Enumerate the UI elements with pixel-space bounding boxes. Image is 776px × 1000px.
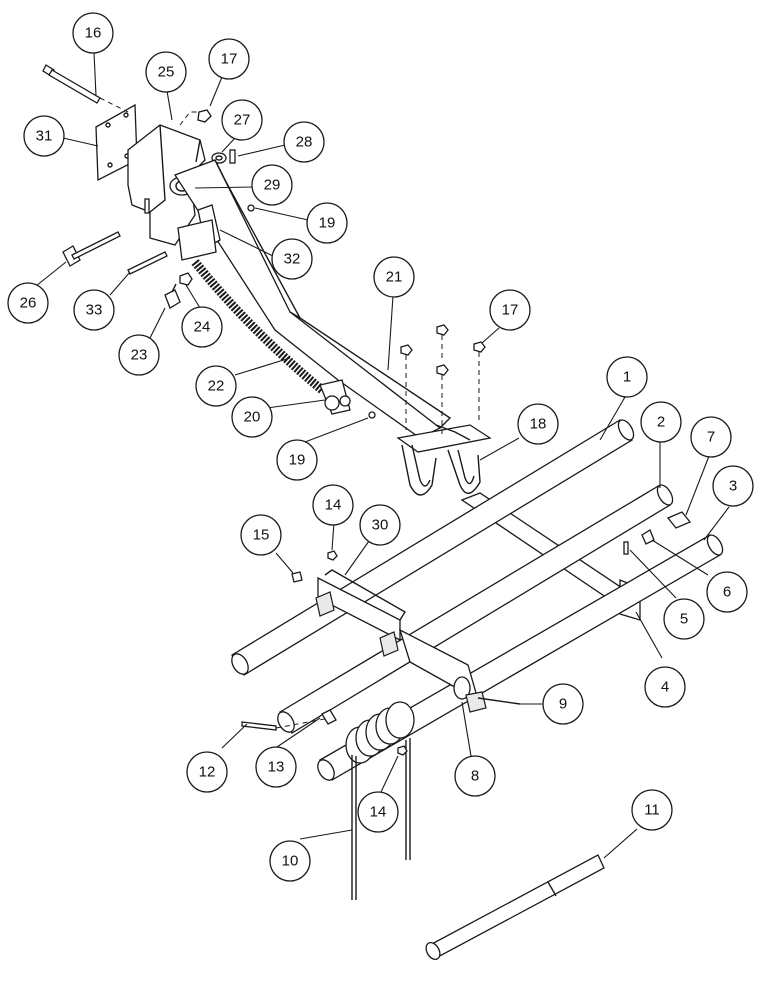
- callout-6: 6: [706, 571, 748, 613]
- svg-text:23: 23: [131, 347, 148, 364]
- callout-19: 19: [306, 202, 348, 244]
- svg-text:12: 12: [199, 764, 216, 781]
- tube-frame-assembly: [231, 419, 724, 961]
- svg-text:14: 14: [370, 804, 387, 821]
- svg-text:5: 5: [680, 611, 688, 628]
- callout-19: 19: [276, 439, 318, 481]
- svg-text:19: 19: [289, 452, 306, 469]
- callout-22: 22: [195, 365, 237, 407]
- svg-text:33: 33: [86, 302, 103, 319]
- svg-text:9: 9: [559, 696, 567, 713]
- callout-3: 3: [712, 465, 754, 507]
- svg-text:14: 14: [325, 497, 342, 514]
- svg-text:6: 6: [723, 584, 731, 601]
- handle-9: [477, 697, 521, 705]
- callout-28: 28: [283, 121, 325, 163]
- svg-text:16: 16: [85, 25, 102, 42]
- callout-9: 9: [542, 683, 584, 725]
- svg-text:19: 19: [319, 215, 336, 232]
- svg-text:11: 11: [644, 802, 660, 819]
- nut-24: [179, 272, 193, 286]
- callout-33: 33: [73, 289, 115, 331]
- callout-29: 29: [251, 164, 293, 206]
- svg-text:29: 29: [264, 177, 281, 194]
- callout-2: 2: [640, 401, 682, 443]
- callout-10: 10: [269, 840, 311, 882]
- callout-4: 4: [644, 666, 686, 708]
- callout-25: 25: [145, 51, 187, 93]
- bolt-19: [247, 204, 255, 212]
- pin-28: [229, 149, 236, 164]
- leader-lines: [35, 51, 730, 859]
- svg-text:27: 27: [234, 112, 251, 129]
- svg-text:28: 28: [296, 134, 313, 151]
- callout-30: 30: [359, 504, 401, 546]
- svg-text:18: 18: [530, 416, 547, 433]
- mount-bracket-assembly: [42, 64, 492, 496]
- callout-16: 16: [72, 12, 114, 54]
- svg-text:1: 1: [623, 369, 631, 386]
- spring-10: [345, 701, 415, 900]
- nut-17: [197, 109, 212, 123]
- bolt-16: [42, 64, 101, 104]
- svg-text:24: 24: [194, 319, 211, 336]
- svg-text:13: 13: [268, 759, 285, 776]
- bolt-26: [62, 231, 121, 267]
- svg-text:32: 32: [284, 251, 301, 268]
- fitting-23: [164, 289, 181, 309]
- svg-text:10: 10: [282, 853, 299, 870]
- callout-5: 5: [663, 598, 705, 640]
- clip-5: [623, 541, 629, 555]
- svg-text:7: 7: [707, 429, 715, 446]
- callout-11: 11: [631, 789, 673, 831]
- pin-7: [666, 511, 692, 529]
- bolt-33: [127, 251, 168, 275]
- svg-text:25: 25: [158, 64, 175, 81]
- callout-8: 8: [454, 755, 496, 797]
- svg-text:3: 3: [729, 478, 737, 495]
- plate-30: [317, 576, 401, 642]
- svg-text:31: 31: [36, 128, 53, 145]
- callout-14: 14: [312, 484, 354, 526]
- callout-21: 21: [373, 256, 415, 298]
- svg-text:17: 17: [502, 302, 519, 319]
- bolt-15: [291, 571, 303, 583]
- spring-22: [191, 259, 325, 394]
- callout-18: 18: [517, 403, 559, 445]
- svg-text:17: 17: [221, 51, 238, 68]
- callout-15: 15: [240, 514, 282, 556]
- callout-17: 17: [208, 38, 250, 80]
- callout-27: 27: [221, 99, 263, 141]
- callout-24: 24: [181, 306, 223, 348]
- nut-14: [327, 550, 338, 561]
- svg-text:2: 2: [657, 414, 665, 431]
- callout-1: 1: [606, 356, 648, 398]
- callout-7: 7: [690, 416, 732, 458]
- callout-20: 20: [231, 396, 273, 438]
- callout-23: 23: [118, 334, 160, 376]
- callout-14: 14: [357, 791, 399, 833]
- callout-32: 32: [271, 238, 313, 280]
- clamp-18: [396, 424, 492, 496]
- svg-text:15: 15: [253, 527, 270, 544]
- svg-text:8: 8: [471, 768, 479, 785]
- pin-13: [321, 709, 337, 725]
- svg-text:22: 22: [208, 378, 225, 395]
- callout-17: 17: [489, 289, 531, 331]
- svg-text:20: 20: [244, 409, 261, 426]
- tube-11: [429, 854, 605, 959]
- svg-text:4: 4: [661, 679, 669, 696]
- bolt-12: [241, 721, 277, 731]
- svg-text:21: 21: [386, 269, 403, 286]
- callout-13: 13: [255, 746, 297, 788]
- callout-26: 26: [7, 282, 49, 324]
- clip-6: [641, 529, 655, 545]
- svg-text:26: 26: [20, 295, 37, 312]
- callout-12: 12: [186, 751, 228, 793]
- callout-31: 31: [23, 115, 65, 157]
- svg-text:30: 30: [372, 517, 389, 534]
